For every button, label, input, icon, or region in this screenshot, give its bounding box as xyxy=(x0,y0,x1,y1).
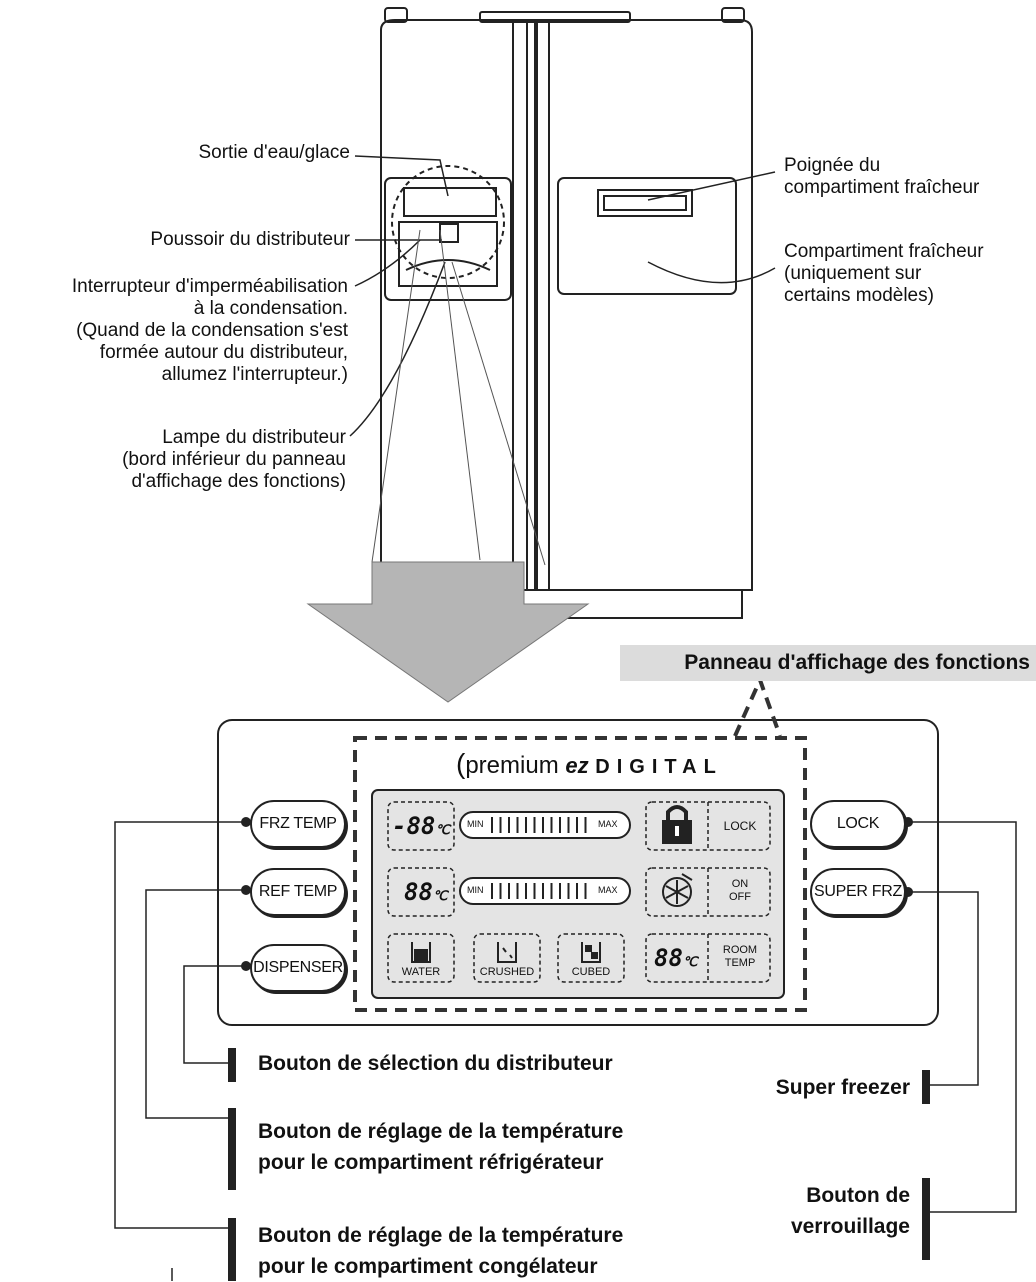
desc-ref-temp: Bouton de réglage de la température pour… xyxy=(258,1120,624,1174)
callout-water-ice-outlet: Sortie d'eau/glace xyxy=(198,142,350,163)
ref-temp-button[interactable]: REF TEMP xyxy=(250,868,346,916)
callout-dispenser-pad: Poussoir du distributeur xyxy=(150,229,350,250)
frz-temp-button[interactable]: FRZ TEMP xyxy=(250,800,346,848)
lcd-lock-label: LOCK xyxy=(723,819,757,833)
callout-condensation-switch: Interrupteur d'imperméabilisation à la c… xyxy=(71,276,348,385)
desc-dispenser-select: Bouton de sélection du distributeur xyxy=(258,1052,613,1075)
callout-dispenser-lamp: Lampe du distributeur (bord inférieur du… xyxy=(122,427,346,492)
desc-frz-temp: Bouton de réglage de la température pour… xyxy=(258,1224,624,1278)
fridge-temp-readout: 88℃ xyxy=(404,878,448,906)
lcd-cubed-label: CUBED xyxy=(571,966,611,978)
freezer-level-max: MAX xyxy=(598,819,618,829)
snowflake-icon xyxy=(662,873,693,907)
freezer-temp-readout: -88℃ xyxy=(392,812,450,840)
padlock-icon xyxy=(662,805,692,844)
desc-super-freezer: Super freezer xyxy=(775,1076,910,1099)
freezer-level-min: MIN xyxy=(467,819,484,829)
dispenser-button[interactable]: DISPENSER xyxy=(250,944,346,992)
room-temp-readout: 88℃ xyxy=(654,944,698,972)
callout-fresh-handle: Poignée du compartiment fraîcheur xyxy=(784,155,980,198)
panel-title: Panneau d'affichage des fonctions xyxy=(620,645,1036,681)
lcd-crushed-label: CRUSHED xyxy=(479,966,535,978)
callout-fresh-compartment: Compartiment fraîcheur (uniquement sur c… xyxy=(784,241,984,306)
lock-button[interactable]: LOCK xyxy=(810,800,906,848)
cubed-ice-icon xyxy=(581,942,601,963)
fridge-level-min: MIN xyxy=(467,885,484,895)
lcd-water-label: WATER xyxy=(401,966,441,978)
super-frz-button[interactable]: SUPER FRZ xyxy=(810,868,906,916)
brand-logo: (premium ez DIGITAL xyxy=(456,748,723,779)
desc-lock: Bouton de verrouillage xyxy=(790,1184,910,1238)
fridge-level-max: MAX xyxy=(598,885,618,895)
crushed-ice-icon xyxy=(497,942,517,963)
arrow-shape xyxy=(306,561,590,703)
water-cup-icon xyxy=(411,942,431,963)
